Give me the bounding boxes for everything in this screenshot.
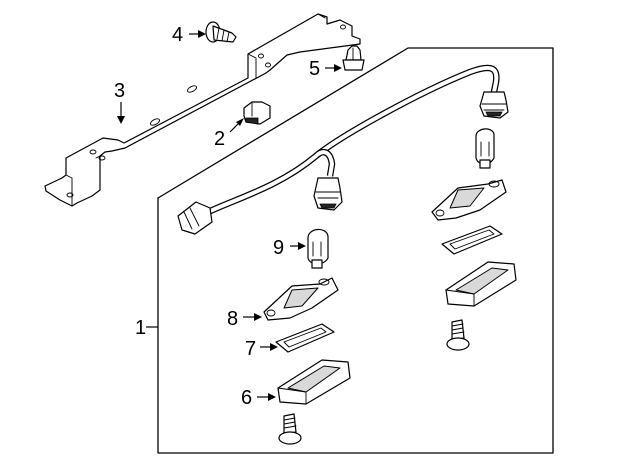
assembly-box bbox=[157, 47, 554, 454]
left-housing bbox=[263, 277, 339, 321]
left-bulb bbox=[307, 228, 329, 269]
callout-7: 7 bbox=[245, 338, 256, 360]
left-lens bbox=[277, 359, 351, 405]
callout-8: 8 bbox=[227, 308, 238, 330]
right-housing bbox=[431, 179, 507, 221]
callout-2: 2 bbox=[214, 128, 225, 150]
bolt-part-4 bbox=[205, 21, 237, 43]
callout-6: 6 bbox=[241, 387, 252, 409]
callout-9: 9 bbox=[273, 237, 284, 259]
right-lens bbox=[445, 261, 517, 307]
callout-5: 5 bbox=[309, 58, 320, 80]
clip-part-5 bbox=[342, 45, 365, 71]
right-screw bbox=[446, 319, 470, 351]
right-gasket bbox=[441, 225, 503, 255]
wire-harness bbox=[177, 64, 509, 235]
left-screw bbox=[278, 413, 302, 445]
callout-4: 4 bbox=[172, 24, 183, 46]
right-bulb bbox=[475, 128, 495, 169]
callout-leaders bbox=[117, 30, 342, 401]
callout-1: 1 bbox=[135, 317, 146, 339]
left-gasket bbox=[275, 323, 335, 353]
retainer-part-2 bbox=[243, 101, 271, 125]
mounting-bracket bbox=[44, 13, 361, 207]
callout-3: 3 bbox=[114, 80, 125, 102]
